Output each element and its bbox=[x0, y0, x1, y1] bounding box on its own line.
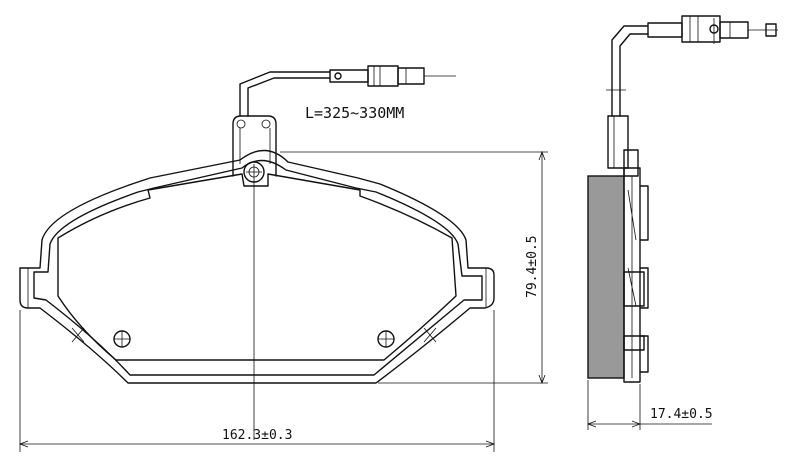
sensor-bracket-side bbox=[607, 115, 629, 169]
left-hole-cross bbox=[114, 331, 130, 347]
backing-plate-inner-outline bbox=[33, 159, 483, 376]
width-dimension-label: 162.3±0.3 bbox=[222, 428, 292, 443]
width-dimension: 162.3±0.3 bbox=[18, 310, 496, 452]
sensor-connector bbox=[329, 65, 456, 87]
left-clip-mark bbox=[71, 327, 85, 343]
sensor-bracket-inner bbox=[239, 128, 271, 164]
sensor-wire-side bbox=[611, 25, 649, 117]
right-hole-cross bbox=[378, 331, 394, 347]
thickness-dimension-label: 17.4±0.5 bbox=[650, 407, 713, 422]
height-dimension-label: 79.4±0.5 bbox=[525, 235, 540, 298]
side-clip-lower bbox=[623, 335, 645, 351]
height-dimension: 79.4±0.5 bbox=[280, 150, 548, 385]
side-view: 17.4±0.5 bbox=[586, 15, 778, 430]
bracket-hole-left bbox=[236, 119, 246, 129]
wire-length-label: L=325~330MM bbox=[305, 104, 404, 122]
sensor-wire bbox=[239, 71, 331, 117]
side-clip-upper bbox=[623, 271, 645, 307]
friction-material-side bbox=[587, 175, 625, 379]
right-clip-mark bbox=[423, 327, 437, 343]
shim-inner bbox=[627, 176, 637, 378]
bracket-hole-right bbox=[261, 119, 271, 129]
friction-pad-outline bbox=[57, 173, 457, 361]
sensor-bracket-side-lower bbox=[623, 149, 639, 177]
front-view: L=325~330MM 79.4±0.5 162.3±0.3 bbox=[18, 65, 548, 452]
center-rivet-cross bbox=[246, 164, 262, 180]
thickness-dimension: 17.4±0.5 bbox=[586, 380, 713, 430]
sensor-connector-side bbox=[647, 15, 778, 44]
sensor-bracket bbox=[232, 115, 277, 177]
